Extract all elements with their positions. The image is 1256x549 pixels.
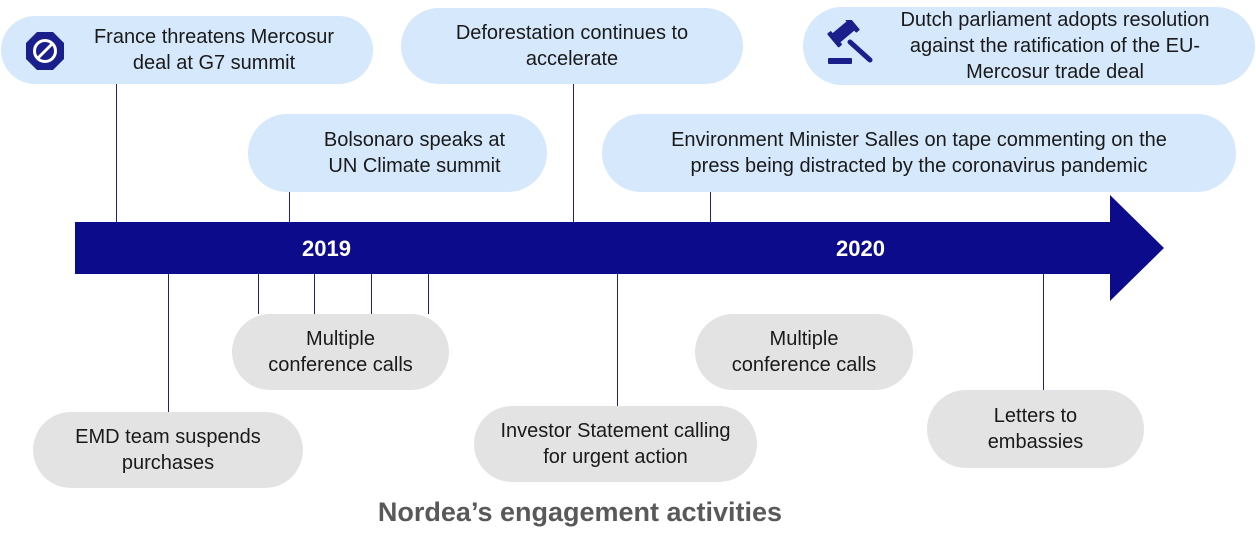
connector-line bbox=[710, 192, 711, 222]
connector-line bbox=[258, 274, 259, 314]
activity-bubble-letters: Letters to embassies bbox=[927, 390, 1144, 468]
event-bubble-dutch-parliament: Dutch parliament adopts resolution again… bbox=[803, 7, 1255, 85]
connector-line bbox=[314, 274, 315, 314]
timeline-arrow-shape bbox=[75, 195, 1164, 301]
event-bubble-salles: Environment Minister Salles on tape comm… bbox=[602, 114, 1236, 192]
prohibited-icon bbox=[26, 32, 64, 70]
event-text: Environment Minister Salles on tape comm… bbox=[671, 129, 1167, 177]
connector-line bbox=[116, 84, 117, 222]
activity-bubble-investor-statement: Investor Statement calling for urgent ac… bbox=[474, 406, 757, 482]
connector-line bbox=[289, 192, 290, 222]
connector-line bbox=[1043, 274, 1044, 390]
activity-text: Multiple conference calls bbox=[731, 328, 877, 376]
activity-text: Investor Statement calling for urgent ac… bbox=[500, 420, 731, 468]
activity-bubble-emd: EMD team suspends purchases bbox=[33, 412, 303, 488]
event-text: France threatens Mercosur deal at G7 sum… bbox=[93, 26, 335, 74]
event-bubble-deforestation: Deforestation continues to accelerate bbox=[401, 8, 743, 84]
connector-line bbox=[371, 274, 372, 314]
activity-text: EMD team suspends purchases bbox=[75, 426, 261, 474]
event-text: Deforestation continues to accelerate bbox=[455, 22, 689, 70]
connector-line bbox=[573, 84, 574, 222]
connector-line bbox=[428, 274, 429, 314]
event-text: Dutch parliament adopts resolution again… bbox=[900, 9, 1210, 83]
gavel-icon bbox=[827, 20, 873, 64]
connector-line bbox=[617, 274, 618, 406]
activity-bubble-calls-2019: Multiple conference calls bbox=[232, 314, 449, 390]
event-text: Bolsonaro speaks at UN Climate summit bbox=[323, 129, 506, 177]
activity-text: Letters to embassies bbox=[987, 405, 1084, 453]
activity-text: Multiple conference calls bbox=[268, 328, 413, 376]
diagram-caption: Nordea’s engagement activities bbox=[377, 497, 783, 527]
event-bubble-bolsonaro: Bolsonaro speaks at UN Climate summit bbox=[248, 114, 547, 192]
connector-line bbox=[168, 274, 169, 412]
activity-bubble-calls-2020: Multiple conference calls bbox=[695, 314, 913, 390]
year-label-2019: 2019 bbox=[302, 236, 351, 261]
year-label-2020: 2020 bbox=[836, 236, 885, 261]
